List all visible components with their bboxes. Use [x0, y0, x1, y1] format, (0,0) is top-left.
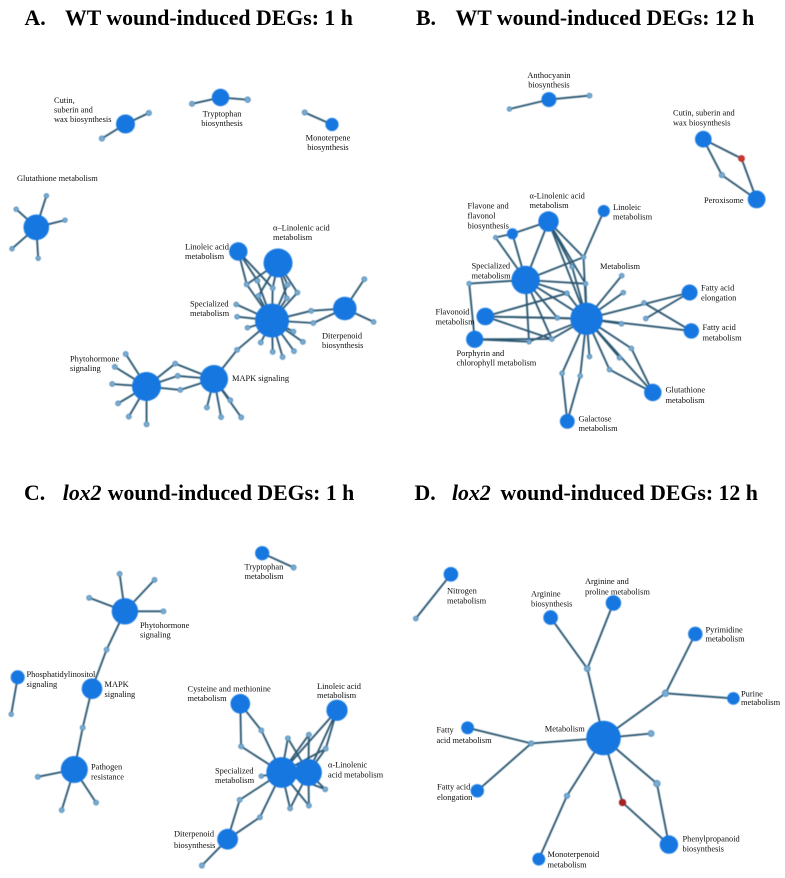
- svg-text:biosynthesis: biosynthesis: [201, 119, 242, 128]
- svg-text:Porphyrin and: Porphyrin and: [457, 349, 505, 358]
- svg-text:Glutathione metabolism: Glutathione metabolism: [17, 174, 98, 183]
- svg-text:Linoleic: Linoleic: [613, 203, 641, 212]
- svg-text:MAPK signaling: MAPK signaling: [232, 374, 290, 383]
- svg-text:Pyrimidine: Pyrimidine: [706, 626, 744, 635]
- svg-text:Diterpenoid: Diterpenoid: [322, 332, 363, 341]
- svg-text:elongation: elongation: [437, 793, 473, 802]
- svg-text:metabolism: metabolism: [703, 334, 743, 343]
- svg-text:lox2: lox2: [452, 481, 491, 505]
- svg-text:Fatty acid: Fatty acid: [701, 284, 735, 293]
- svg-text:Phosphatidylinositol: Phosphatidylinositol: [27, 670, 97, 679]
- svg-text:Phytohormone: Phytohormone: [70, 355, 120, 364]
- svg-text:biosynthesis: biosynthesis: [174, 841, 215, 850]
- svg-text:Linoleic acid: Linoleic acid: [185, 243, 230, 252]
- svg-text:Nitrogen: Nitrogen: [447, 587, 478, 596]
- svg-text:Glutathione: Glutathione: [666, 385, 706, 394]
- svg-text:metabolism: metabolism: [530, 201, 570, 210]
- svg-text:biosynthesis: biosynthesis: [468, 222, 509, 231]
- svg-text:metabolism: metabolism: [190, 309, 230, 318]
- svg-text:Diterpenoid: Diterpenoid: [174, 830, 215, 839]
- svg-text:Purine: Purine: [741, 690, 763, 699]
- svg-text:Fatty: Fatty: [437, 726, 455, 735]
- svg-text:Galactose: Galactose: [579, 415, 612, 424]
- svg-text:Metabolism: Metabolism: [600, 262, 640, 271]
- svg-text:metabolism: metabolism: [579, 424, 619, 433]
- svg-text:α-Linolenic: α-Linolenic: [328, 761, 368, 770]
- svg-text:metabolism: metabolism: [317, 691, 357, 700]
- svg-text:metabolism: metabolism: [273, 233, 313, 242]
- svg-text:Cysteine and methionine: Cysteine and methionine: [188, 685, 272, 694]
- svg-text:biosynthesis: biosynthesis: [322, 341, 363, 350]
- svg-text:acid metabolism: acid metabolism: [437, 736, 493, 745]
- svg-text:metabolism: metabolism: [706, 634, 746, 643]
- svg-text:metabolism: metabolism: [613, 213, 653, 222]
- svg-text:flavonol: flavonol: [468, 212, 497, 221]
- svg-text:acid metabolism: acid metabolism: [328, 770, 384, 779]
- svg-text:α–Linolenic acid: α–Linolenic acid: [273, 224, 331, 233]
- svg-text:WT wound-induced DEGs: 1 h: WT wound-induced DEGs: 1 h: [65, 6, 353, 30]
- svg-text:Fatty acid: Fatty acid: [437, 783, 471, 792]
- svg-text:Phenylpropanoid: Phenylpropanoid: [683, 835, 741, 844]
- svg-text:metabolism: metabolism: [188, 694, 228, 703]
- svg-text:biosynthesis: biosynthesis: [528, 81, 569, 90]
- svg-text:α-Linolenic acid: α-Linolenic acid: [530, 192, 586, 201]
- svg-text:Fatty acid: Fatty acid: [703, 323, 737, 332]
- svg-text:Monoterpene: Monoterpene: [306, 134, 351, 143]
- svg-text:metabolism: metabolism: [245, 572, 285, 581]
- svg-text:metabolism: metabolism: [666, 396, 706, 405]
- svg-text:C.: C.: [24, 481, 45, 505]
- svg-text:Metabolism: Metabolism: [545, 725, 585, 734]
- svg-text:Flavonoid: Flavonoid: [436, 308, 471, 317]
- svg-text:lox2: lox2: [63, 481, 102, 505]
- svg-text:metabolism: metabolism: [185, 252, 225, 261]
- svg-text:MAPK: MAPK: [105, 680, 129, 689]
- svg-text:Anthocyanin: Anthocyanin: [527, 71, 571, 80]
- svg-text:Tryptophan: Tryptophan: [245, 563, 285, 572]
- svg-text:signaling: signaling: [105, 690, 137, 699]
- svg-text:metabolism: metabolism: [741, 698, 781, 707]
- svg-text:B.: B.: [416, 6, 436, 30]
- svg-text:Phytohormone: Phytohormone: [140, 621, 190, 630]
- svg-text:chlorophyll metabolism: chlorophyll metabolism: [457, 359, 537, 368]
- svg-text:wound-induced DEGs: 1 h: wound-induced DEGs: 1 h: [108, 481, 355, 505]
- svg-text:Monoterpenoid: Monoterpenoid: [548, 850, 600, 859]
- svg-text:wax biosynthesis: wax biosynthesis: [673, 119, 730, 128]
- svg-text:Pathogen: Pathogen: [91, 763, 123, 772]
- svg-text:suberin and: suberin and: [54, 106, 94, 115]
- svg-text:signaling: signaling: [140, 631, 172, 640]
- svg-text:biosynthesis: biosynthesis: [307, 143, 348, 152]
- svg-text:resistance: resistance: [91, 772, 124, 781]
- svg-text:biosynthesis: biosynthesis: [683, 844, 724, 853]
- svg-text:wax biosynthesis: wax biosynthesis: [54, 115, 111, 124]
- svg-text:Tryptophan: Tryptophan: [203, 110, 243, 119]
- svg-text:Linoleic acid: Linoleic acid: [317, 682, 362, 691]
- svg-text:Peroxisome: Peroxisome: [704, 196, 744, 205]
- svg-text:biosynthesis: biosynthesis: [531, 599, 572, 608]
- svg-text:Cutin,: Cutin,: [54, 96, 75, 105]
- svg-text:Cutin, suberin and: Cutin, suberin and: [673, 109, 735, 118]
- svg-text:signaling: signaling: [70, 364, 102, 373]
- svg-text:A.: A.: [25, 6, 46, 30]
- svg-text:Flavone and: Flavone and: [468, 202, 510, 211]
- svg-text:metabolism: metabolism: [447, 597, 487, 606]
- svg-text:elongation: elongation: [701, 294, 737, 303]
- svg-text:proline metabolism: proline metabolism: [585, 587, 650, 596]
- svg-text:signaling: signaling: [27, 680, 59, 689]
- svg-text:Arginine: Arginine: [531, 590, 561, 599]
- svg-text:Arginine and: Arginine and: [585, 577, 630, 586]
- svg-text:metabolism: metabolism: [436, 318, 476, 327]
- svg-text:D.: D.: [415, 481, 436, 505]
- svg-text:Specialized: Specialized: [190, 300, 229, 309]
- svg-text:wound-induced DEGs: 12 h: wound-induced DEGs: 12 h: [501, 481, 758, 505]
- svg-text:metabolism: metabolism: [215, 776, 255, 785]
- svg-text:metabolism: metabolism: [472, 272, 512, 281]
- svg-text:Specialized: Specialized: [472, 262, 511, 271]
- svg-text:WT wound-induced DEGs: 12 h: WT wound-induced DEGs: 12 h: [456, 6, 755, 30]
- svg-text:metabolism: metabolism: [548, 860, 588, 869]
- svg-text:Specialized: Specialized: [215, 767, 254, 776]
